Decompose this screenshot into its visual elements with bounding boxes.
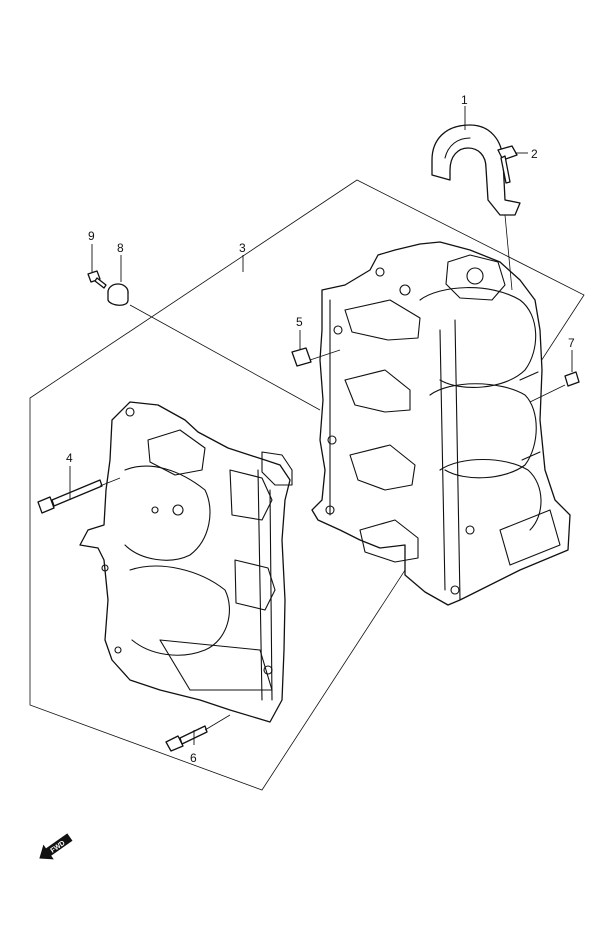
callout-5: 5 <box>296 315 303 329</box>
leader-lines <box>69 106 573 745</box>
cylinder-block-part <box>311 241 571 606</box>
stud-part-7 <box>564 371 580 387</box>
fwd-label: FWD <box>50 840 67 855</box>
fwd-arrow-icon <box>39 833 73 860</box>
dowel-part-5 <box>291 347 312 367</box>
callout-7: 7 <box>568 336 575 350</box>
callout-2: 2 <box>531 147 538 161</box>
crankcase-part <box>79 401 293 723</box>
bolt-part-9 <box>87 270 107 289</box>
assembly-outline-box <box>29 179 585 791</box>
callout-labels: 1 2 3 4 5 6 7 8 9 <box>66 93 575 765</box>
spacer-part-8 <box>107 283 129 306</box>
bolt-part-2 <box>497 145 518 184</box>
callout-3: 3 <box>239 241 246 255</box>
bolt-part-6 <box>165 725 208 752</box>
callout-9: 9 <box>88 229 95 243</box>
callout-6: 6 <box>190 751 197 765</box>
callout-8: 8 <box>117 241 124 255</box>
bolt-part-4 <box>37 479 103 514</box>
bracket-part-1 <box>431 124 521 216</box>
fwd-direction-badge: FWD <box>39 833 73 860</box>
callout-1: 1 <box>461 93 468 107</box>
callout-4: 4 <box>66 451 73 465</box>
